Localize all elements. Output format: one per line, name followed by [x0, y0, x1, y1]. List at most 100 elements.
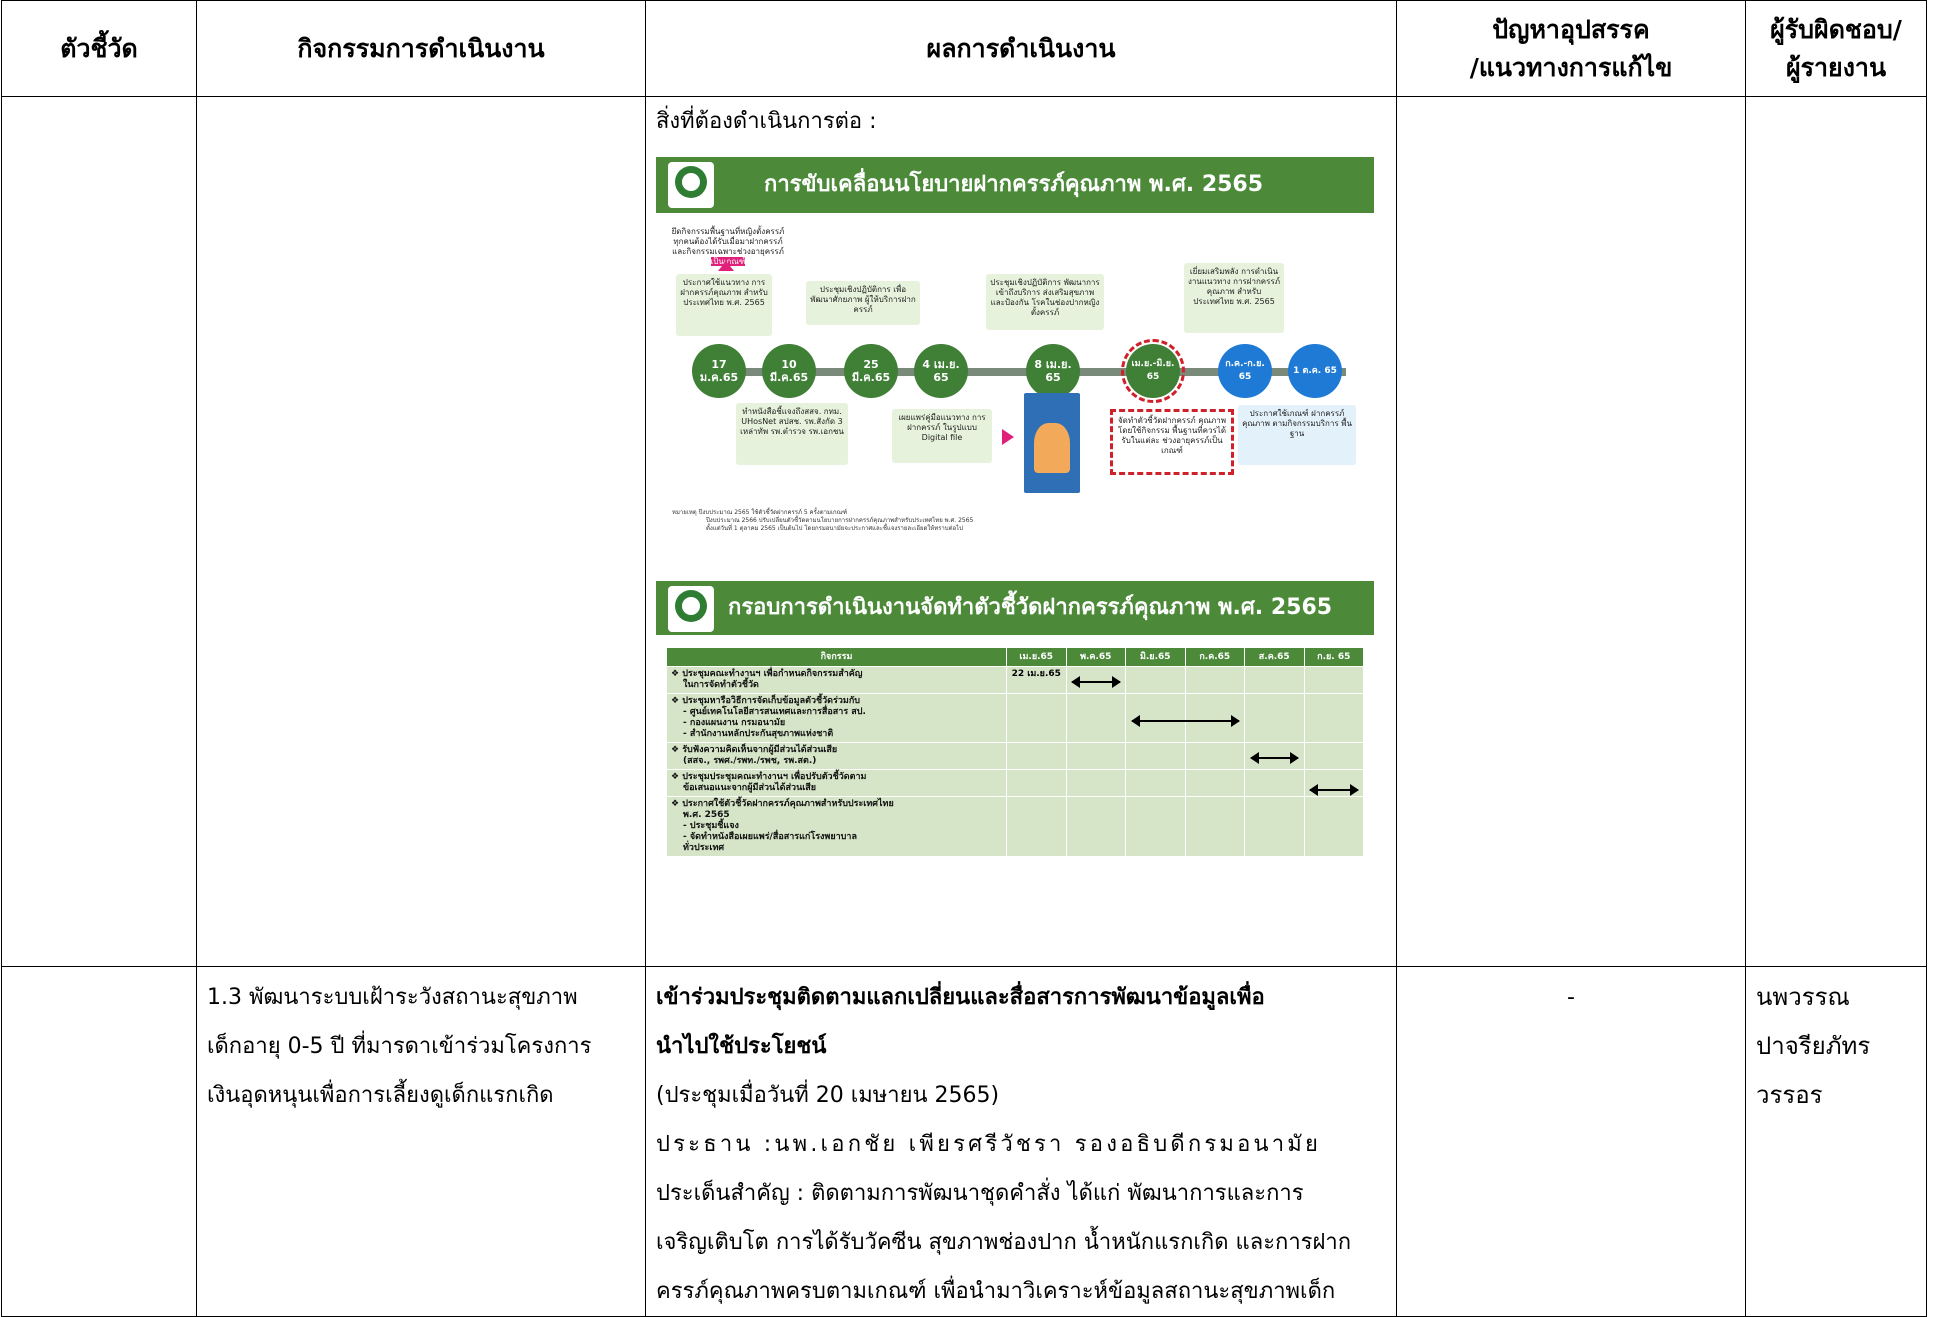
- schedule-header-month: พ.ค.65: [1065, 647, 1126, 667]
- schedule-month-cell: [1065, 769, 1126, 797]
- schedule-activity: ❖ ประกาศใช้ตัวชี้วัดฝากครรภ์คุณภาพสำหรับ…: [666, 796, 1007, 857]
- department-logo-icon: [668, 586, 714, 632]
- owner-line: วรรอร: [1756, 1081, 1823, 1109]
- activity-line: เงินอุดหนุนเพื่อการเลี้ยงดูเด็กแรกเกิด: [207, 1083, 554, 1108]
- schedule-month-cell: [1006, 742, 1067, 770]
- schedule-row: ❖ ประชุมคณะทำงานฯ เพื่อกำหนดกิจกรรมสำคัญ…: [666, 666, 1364, 694]
- schedule-month-cell: [1006, 796, 1067, 857]
- schedule-month-cell: [1244, 796, 1305, 857]
- schedule-month-cell: [1065, 742, 1126, 770]
- schedule-header-month: มิ.ย.65: [1125, 647, 1186, 667]
- schedule-month-cell: [1244, 666, 1305, 694]
- schedule-activity-line: ❖ ประชุมหารือวิธีการจัดเก็บข้อมูลตัวชี้ว…: [671, 696, 860, 706]
- schedule-activity-line: - จัดทำหนังสือเผยแพร่/สื่อสารแก่โรงพยาบา…: [683, 832, 857, 842]
- schedule-activity-line: ❖ ประชุมประชุมคณะทำงานฯ เพื่อปรับตัวชี้ว…: [671, 772, 867, 782]
- indicator-cell: [1, 966, 197, 1317]
- schedule-activity: ❖ ประชุมหารือวิธีการจัดเก็บข้อมูลตัวชี้ว…: [666, 693, 1007, 743]
- schedule-month-cell: [1244, 769, 1305, 797]
- schedule-header-month: ก.ย. 65: [1303, 647, 1364, 667]
- milestone-box: ประกาศใช้แนวทาง การฝากครรภ์คุณภาพ สำหรับ…: [676, 274, 772, 336]
- timeline-dot-future: 1 ต.ค. 65: [1288, 344, 1342, 398]
- schedule-header-activity: กิจกรรม: [666, 647, 1007, 667]
- header-owner-line2: ผู้รายงาน: [1785, 52, 1887, 82]
- header-indicator: ตัวชี้วัด: [1, 0, 197, 97]
- schedule-row: ❖ ประกาศใช้ตัวชี้วัดฝากครรภ์คุณภาพสำหรับ…: [666, 796, 1364, 857]
- schedule-activity-line: - ศูนย์เทคโนโลยีสารสนเทศและการสื่อสาร สป…: [683, 707, 866, 717]
- schedule-activity-line: พ.ศ. 2565: [683, 810, 730, 820]
- schedule-row: ❖ ประชุมหารือวิธีการจัดเก็บข้อมูลตัวชี้ว…: [666, 693, 1364, 743]
- schedule-row: ❖ รับฟังความคิดเห็นจากผู้มีส่วนได้ส่วนเส…: [666, 742, 1364, 770]
- schedule-activity-line: ทั่วประเทศ: [683, 843, 725, 853]
- footnote-line: ตั้งแต่วันที่ 1 ตุลาคม 2565 เป็นต้นไป โด…: [706, 525, 963, 532]
- activity-text: 1.3 พัฒนาระบบเฝ้าระวังสถานะสุขภาพ เด็กอา…: [197, 967, 645, 1120]
- timeline-dot: 8 เม.ย.65: [1026, 344, 1080, 398]
- header-problem: ปัญหาอุปสรรค /แนวทางการแก้ไข: [1396, 0, 1746, 97]
- schedule-month-cell: 22 เม.ย.65: [1006, 666, 1067, 694]
- activity-cell: 1.3 พัฒนาระบบเฝ้าระวังสถานะสุขภาพ เด็กอา…: [196, 966, 646, 1317]
- schedule-activity-line: - ประชุมชี้แจง: [683, 821, 739, 831]
- schedule-activity: ❖ รับฟังความคิดเห็นจากผู้มีส่วนได้ส่วนเส…: [666, 742, 1007, 770]
- schedule-activity-line: ❖ รับฟังความคิดเห็นจากผู้มีส่วนได้ส่วนเส…: [671, 745, 838, 755]
- owner-cell: [1745, 96, 1927, 967]
- result-cell: เข้าร่วมประชุมติดตามแลกเปลี่ยนและสื่อสาร…: [645, 966, 1397, 1317]
- result-detail-line: ประเด็นสำคัญ : ติดตามการพัฒนาชุดคำสั่ง ไ…: [656, 1181, 1304, 1206]
- indicator-cell: [1, 96, 197, 967]
- schedule-activity-line: - กองแผนงาน กรมอนามัย: [683, 718, 786, 728]
- schedule-activity: ❖ ประชุมคณะทำงานฯ เพื่อกำหนดกิจกรรมสำคัญ…: [666, 666, 1007, 694]
- result-heading-line: เข้าร่วมประชุมติดตามแลกเปลี่ยนและสื่อสาร…: [656, 985, 1265, 1010]
- schedule-month-cell: [1184, 769, 1245, 797]
- schedule-month-cell: [1006, 693, 1067, 743]
- highlighted-box: จัดทำตัวชี้วัดฝากครรภ์ คุณภาพโดยใช้กิจกร…: [1110, 409, 1234, 475]
- schedule-month-cell: [1125, 742, 1186, 770]
- schedule-activity-line: (สสจ., รพศ./รพท./รพช, รพ.สต.): [683, 756, 817, 766]
- result-heading-line: นำไปใช้ประโยชน์: [656, 1034, 827, 1059]
- schedule-month-cell: [1184, 796, 1245, 857]
- header-result: ผลการดำเนินงาน: [645, 0, 1397, 97]
- owner-text: นพวรรณ ปาจรียภัทร วรรอร: [1746, 967, 1926, 1120]
- up-arrow-icon: [718, 261, 734, 271]
- department-logo-icon: [668, 162, 714, 208]
- top-note-line: ทุกคนต้องได้รับเมื่อมาฝากครรภ์: [673, 237, 783, 246]
- milestone-box: เยี่ยมเสริมพลัง การดำเนินงานแนวทาง การฝา…: [1184, 263, 1284, 333]
- schedule-month-cell: [1303, 666, 1364, 694]
- schedule-activity-line: ❖ ประชุมคณะทำงานฯ เพื่อกำหนดกิจกรรมสำคัญ: [671, 669, 863, 679]
- owner-cell: นพวรรณ ปาจรียภัทร วรรอร: [1745, 966, 1927, 1317]
- timeline-bar: [696, 368, 1346, 376]
- schedule-month-cell: [1125, 769, 1186, 797]
- footnote-line: ปีงบประมาณ 2566 ปรับเปลี่ยนตัวชี้วัดตามน…: [706, 517, 974, 524]
- timeline-dot: 4 เม.ย.65: [914, 344, 968, 398]
- schedule-activity: ❖ ประชุมประชุมคณะทำงานฯ เพื่อปรับตัวชี้ว…: [666, 769, 1007, 797]
- schedule-month-cell: [1303, 693, 1364, 743]
- schedule-activity-line: ในการจัดทำตัวชี้วัด: [683, 680, 759, 690]
- right-arrow-icon: [1002, 429, 1014, 445]
- schedule-header-month: ส.ค.65: [1244, 647, 1305, 667]
- timeline-dot-highlighted: เม.ย.-มิ.ย.65: [1121, 339, 1185, 403]
- problem-cell: [1396, 96, 1746, 967]
- activity-cell: [196, 96, 646, 967]
- result-cell: สิ่งที่ต้องดำเนินการต่อ : การขับเคลื่อนน…: [645, 96, 1397, 967]
- header-problem-line1: ปัญหาอุปสรรค: [1492, 14, 1650, 44]
- schedule-header-month: ก.ค.65: [1184, 647, 1245, 667]
- schedule-duration-arrow: [1309, 783, 1358, 796]
- problem-cell: -: [1396, 966, 1746, 1317]
- milestone-box: ทำหนังสือชี้แจงถึงสสจ. กทม. UHosNet สปสช…: [736, 403, 848, 465]
- activity-line: 1.3 พัฒนาระบบเฝ้าระวังสถานะสุขภาพ: [207, 985, 578, 1010]
- schedule-activity-line: - สำนักงานหลักประกันสุขภาพแห่งชาติ: [683, 729, 834, 739]
- milestone-box: เผยแพร่คู่มือแนวทาง การฝากครรภ์ ในรูปแบบ…: [892, 409, 992, 463]
- schedule-month-cell: [1125, 666, 1186, 694]
- meeting-chair: ประธาน :นพ.เอกชัย เพียรศรีวัชรา รองอธิบด…: [656, 1132, 1322, 1157]
- milestone-box: ประกาศใช้เกณฑ์ ฝากครรภ์คุณภาพ ตามกิจกรรม…: [1238, 405, 1356, 465]
- policy-slide: การขับเคลื่อนนโยบายฝากครรภ์คุณภาพ พ.ศ. 2…: [656, 157, 1374, 559]
- header-problem-line2: /แนวทางการแก้ไข: [1469, 52, 1673, 82]
- schedule-month-cell: [1244, 693, 1305, 743]
- schedule-header-month: เม.ย.65: [1006, 647, 1067, 667]
- header-activity: กิจกรรมการดำเนินงาน: [196, 0, 646, 97]
- schedule-activity-line: ❖ ประกาศใช้ตัวชี้วัดฝากครรภ์คุณภาพสำหรับ…: [671, 799, 894, 809]
- header-owner: ผู้รับผิดชอบ/ ผู้รายงาน: [1745, 0, 1927, 97]
- schedule-duration-arrow: [1071, 676, 1120, 689]
- schedule-month-cell: [1006, 769, 1067, 797]
- header-row: ตัวชี้วัด กิจกรรมการดำเนินงาน ผลการดำเนิ…: [1, 0, 1927, 97]
